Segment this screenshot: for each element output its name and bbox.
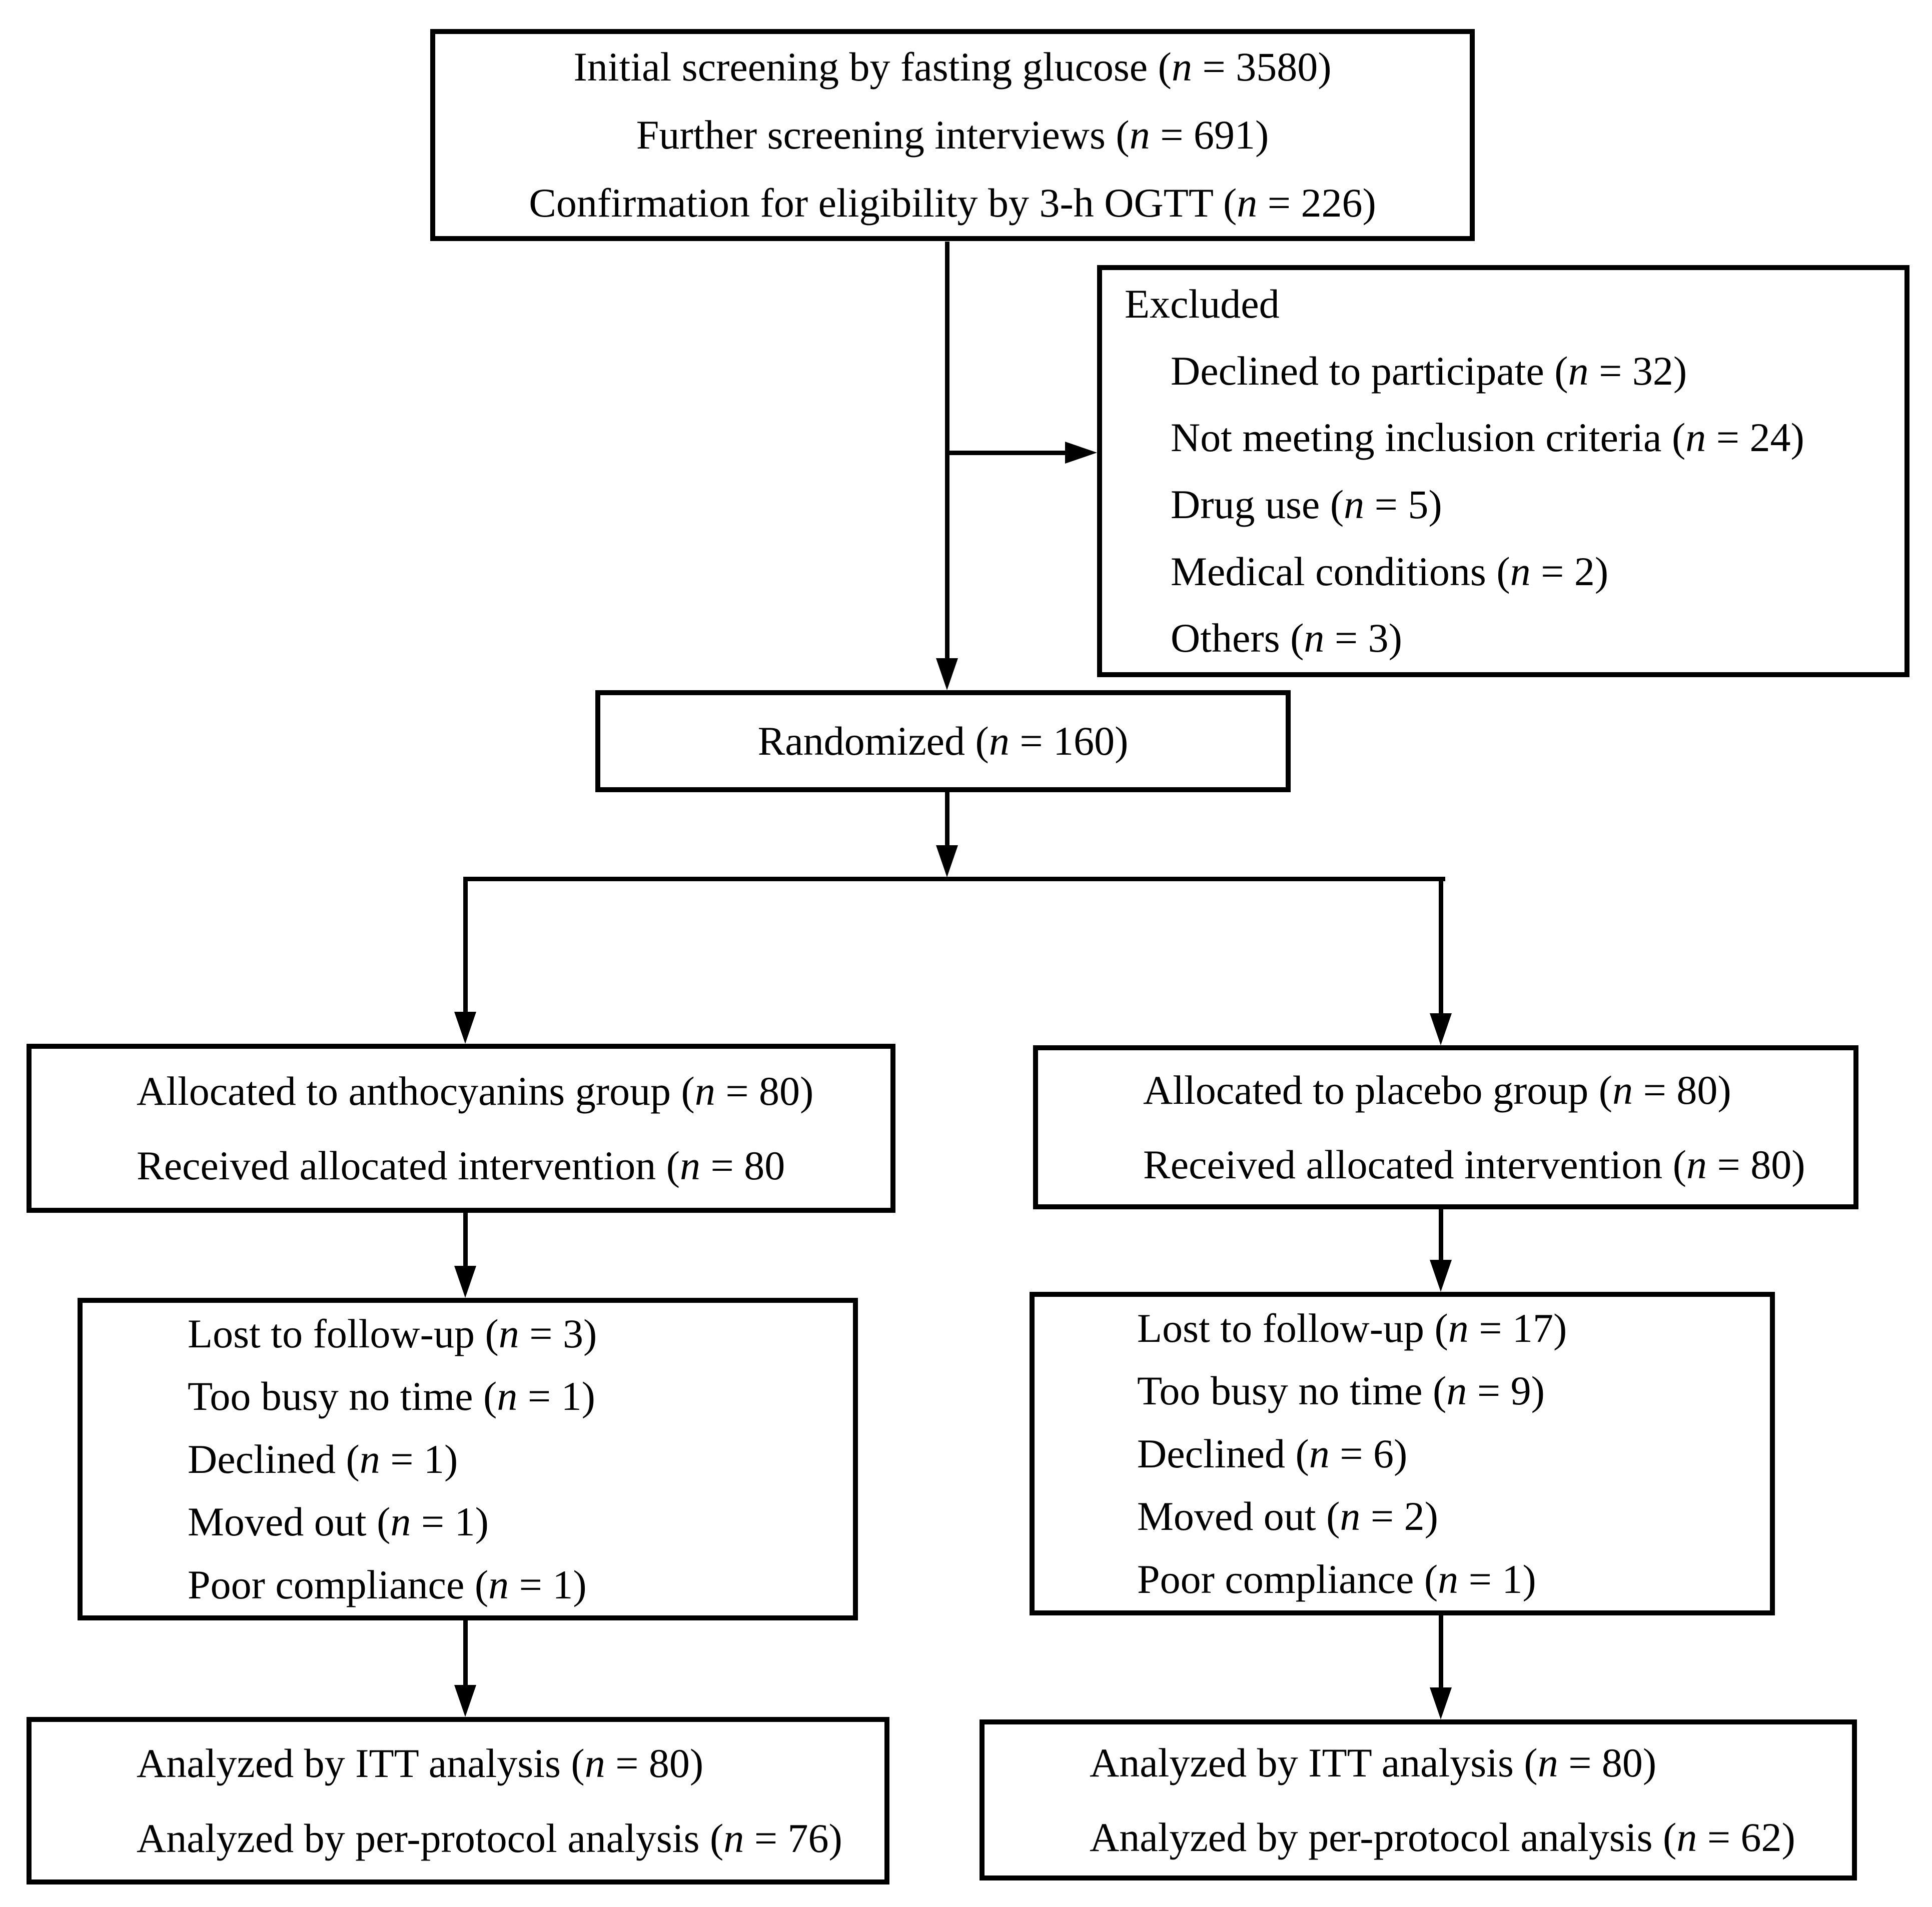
- followup-line: Declined (n = 1): [188, 1436, 458, 1482]
- box-followup-placebo: Lost to follow-up (n = 17) Too busy no t…: [1030, 1292, 1775, 1615]
- screening-line: Initial screening by fasting glucose (n …: [573, 44, 1332, 90]
- connector-split-to-placebo: [1439, 877, 1443, 1015]
- arrowhead-down-icon: [1430, 1687, 1452, 1719]
- screening-line: Confirmation for eligibility by 3-h OGTT…: [529, 180, 1376, 226]
- box-allocation-anthocyanins: Allocated to anthocyanins group (n = 80)…: [27, 1044, 895, 1213]
- excluded-item: Not meeting inclusion criteria (n = 24): [1171, 415, 1804, 461]
- arrowhead-down-icon: [454, 1012, 476, 1044]
- connector-randomized-to-split: [945, 792, 949, 845]
- connector-anthocyanins-to-followup: [463, 1212, 468, 1268]
- analysis-line: Analyzed by ITT analysis (n = 80): [137, 1740, 704, 1786]
- arrowhead-down-icon: [454, 1266, 476, 1298]
- followup-line: Poor compliance (n = 1): [188, 1561, 587, 1607]
- followup-line: Lost to follow-up (n = 3): [188, 1310, 597, 1356]
- box-excluded: Excluded Declined to participate (n = 32…: [1097, 265, 1909, 677]
- connector-screening-to-randomized: [945, 242, 949, 658]
- followup-line: Moved out (n = 1): [188, 1499, 489, 1545]
- followup-line: Moved out (n = 2): [1137, 1493, 1438, 1539]
- connector-to-excluded: [947, 451, 1067, 455]
- screening-line: Further screening interviews (n = 691): [636, 112, 1269, 158]
- arrowhead-down-icon: [454, 1685, 476, 1717]
- box-analysis-placebo: Analyzed by ITT analysis (n = 80) Analyz…: [980, 1719, 1857, 1880]
- excluded-item: Medical conditions (n = 2): [1171, 548, 1609, 594]
- excluded-item: Declined to participate (n = 32): [1171, 348, 1687, 394]
- connector-followup-to-analysis-anthocyanins: [463, 1619, 468, 1687]
- followup-line: Declined (n = 6): [1137, 1430, 1408, 1476]
- box-analysis-anthocyanins: Analyzed by ITT analysis (n = 80) Analyz…: [27, 1717, 889, 1884]
- connector-placebo-to-followup: [1439, 1208, 1443, 1262]
- followup-line: Poor compliance (n = 1): [1137, 1556, 1536, 1602]
- excluded-item: Drug use (n = 5): [1171, 482, 1442, 527]
- followup-line: Lost to follow-up (n = 17): [1137, 1305, 1567, 1351]
- arrowhead-down-icon: [1430, 1260, 1452, 1292]
- box-followup-anthocyanins: Lost to follow-up (n = 3) Too busy no ti…: [78, 1298, 858, 1620]
- followup-line: Too busy no time (n = 1): [188, 1373, 595, 1419]
- arrowhead-down-icon: [936, 658, 958, 690]
- analysis-line: Analyzed by per-protocol analysis (n = 6…: [1090, 1814, 1795, 1860]
- analysis-line: Analyzed by ITT analysis (n = 80): [1090, 1739, 1657, 1785]
- allocation-line: Allocated to placebo group (n = 80): [1143, 1067, 1731, 1113]
- allocation-line: Received allocated intervention (n = 80: [137, 1143, 785, 1188]
- randomized-label: Randomized (n = 160): [757, 718, 1129, 764]
- connector-followup-to-analysis-placebo: [1439, 1614, 1443, 1689]
- followup-line: Too busy no time (n = 9): [1137, 1368, 1545, 1414]
- arrowhead-down-icon: [1430, 1013, 1452, 1045]
- arrowhead-right-icon: [1065, 442, 1097, 464]
- excluded-item: Others (n = 3): [1171, 615, 1402, 661]
- excluded-title: Excluded: [1125, 281, 1280, 327]
- arrowhead-down-icon: [936, 845, 958, 877]
- analysis-line: Analyzed by per-protocol analysis (n = 7…: [137, 1815, 842, 1861]
- connector-split-to-anthocyanins: [463, 877, 468, 1014]
- allocation-line: Allocated to anthocyanins group (n = 80): [137, 1068, 814, 1114]
- box-allocation-placebo: Allocated to placebo group (n = 80) Rece…: [1033, 1045, 1858, 1209]
- connector-split-horizontal: [463, 877, 1445, 881]
- box-randomized: Randomized (n = 160): [595, 690, 1291, 792]
- box-screening: Initial screening by fasting glucose (n …: [430, 29, 1475, 241]
- allocation-line: Received allocated intervention (n = 80): [1143, 1142, 1805, 1187]
